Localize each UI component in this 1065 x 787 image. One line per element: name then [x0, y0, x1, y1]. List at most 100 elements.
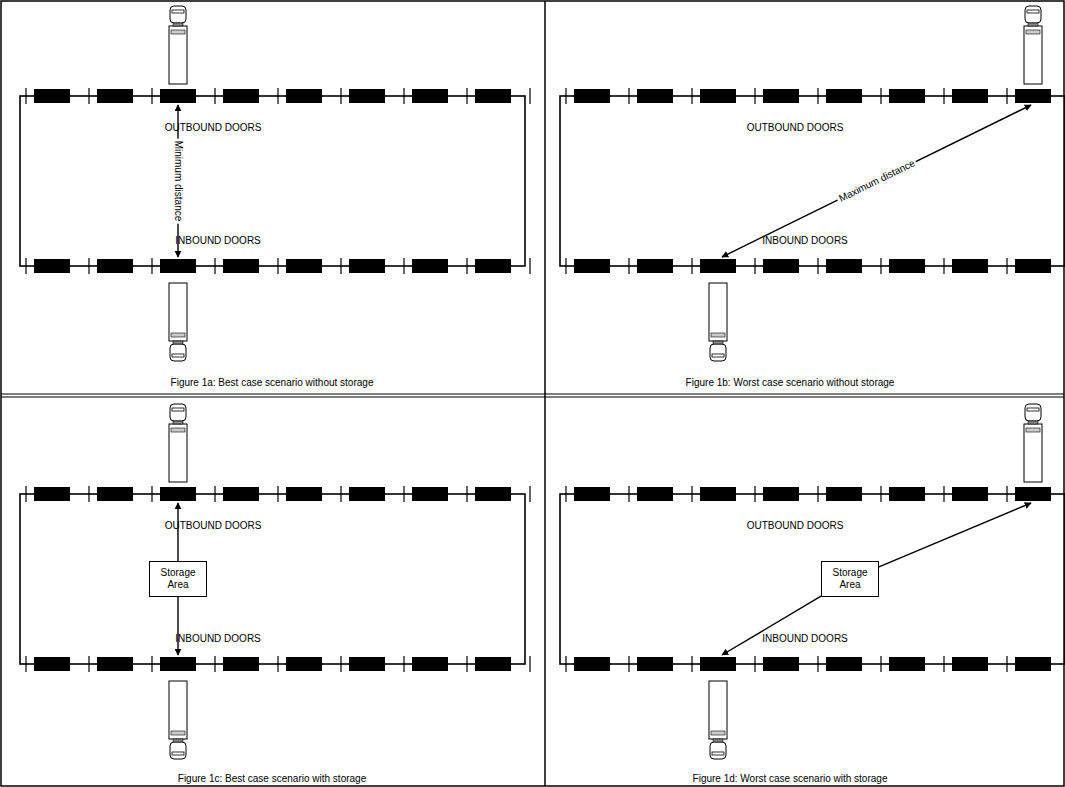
door-divider: [943, 258, 944, 274]
dock-door: [952, 487, 988, 501]
dock-door: [475, 487, 511, 501]
door-divider: [340, 88, 341, 104]
dock-door: [826, 89, 862, 103]
dock-door: [97, 657, 133, 671]
area-label: INBOUND DOORS: [175, 235, 261, 247]
dock-door: [889, 657, 925, 671]
door-divider: [1006, 656, 1007, 672]
door-divider: [214, 656, 215, 672]
dock-door: [889, 89, 925, 103]
door-divider: [1006, 88, 1007, 104]
building-outline: [560, 96, 1065, 266]
dock-door: [34, 259, 70, 273]
dock-door: [349, 487, 385, 501]
flow-arrow: [879, 503, 1031, 567]
panel-divider: [1, 393, 1064, 394]
dock-door: [223, 487, 259, 501]
dock-door: [826, 657, 862, 671]
door-divider: [403, 258, 404, 274]
dock-door: [574, 657, 610, 671]
door-divider: [88, 656, 89, 672]
dock-door: [475, 657, 511, 671]
door-divider: [403, 88, 404, 104]
door-divider: [1006, 258, 1007, 274]
dock-door: [160, 657, 196, 671]
door-divider: [943, 656, 944, 672]
dock-door: [889, 487, 925, 501]
door-divider: [943, 486, 944, 502]
dock-door: [574, 487, 610, 501]
door-divider: [943, 88, 944, 104]
door-divider: [754, 88, 755, 104]
door-divider: [529, 656, 530, 672]
area-label: INBOUND DOORS: [175, 633, 261, 645]
door-divider: [529, 88, 530, 104]
dock-door: [34, 89, 70, 103]
door-divider: [25, 88, 26, 104]
door-divider: [25, 258, 26, 274]
storage-box: Storage Area: [821, 561, 879, 597]
door-divider: [466, 88, 467, 104]
truck-icon: [169, 283, 187, 361]
door-divider: [691, 486, 692, 502]
dock-door: [97, 89, 133, 103]
panel-divider: [1, 396, 1064, 397]
dock-door: [889, 259, 925, 273]
door-divider: [151, 486, 152, 502]
dock-door: [637, 487, 673, 501]
door-divider: [25, 656, 26, 672]
door-divider: [529, 258, 530, 274]
dock-door: [160, 89, 196, 103]
dock-door: [412, 657, 448, 671]
door-divider: [880, 486, 881, 502]
door-divider: [754, 486, 755, 502]
dock-door: [97, 487, 133, 501]
cross-dock-panel: [20, 6, 530, 361]
door-divider: [466, 656, 467, 672]
door-divider: [565, 656, 566, 672]
dock-door: [700, 487, 736, 501]
door-divider: [529, 486, 530, 502]
dock-door: [286, 487, 322, 501]
door-divider: [403, 486, 404, 502]
door-divider: [277, 486, 278, 502]
door-divider: [628, 258, 629, 274]
dock-door: [286, 89, 322, 103]
dock-door: [637, 259, 673, 273]
dock-door: [1015, 657, 1051, 671]
door-divider: [214, 88, 215, 104]
door-divider: [214, 258, 215, 274]
dock-door: [826, 259, 862, 273]
dock-door: [223, 657, 259, 671]
dock-door: [952, 657, 988, 671]
door-divider: [1006, 486, 1007, 502]
dock-door: [700, 259, 736, 273]
dock-door: [475, 259, 511, 273]
door-divider: [151, 258, 152, 274]
area-label: Figure 1a: Best case scenario without st…: [171, 377, 374, 389]
area-label: Figure 1d: Worst case scenario with stor…: [693, 773, 888, 785]
storage-label: Storage Area: [825, 567, 875, 591]
dock-door: [574, 259, 610, 273]
dock-door: [763, 657, 799, 671]
cross-dock-panel: [20, 404, 530, 759]
storage-label: Storage Area: [153, 567, 203, 591]
cross-dock-panel: [560, 6, 1065, 361]
door-divider: [88, 486, 89, 502]
door-divider: [628, 656, 629, 672]
door-divider: [565, 258, 566, 274]
door-divider: [817, 656, 818, 672]
building-outline: [560, 494, 1065, 664]
dock-door: [34, 657, 70, 671]
door-divider: [880, 258, 881, 274]
door-divider: [151, 88, 152, 104]
truck-icon: [169, 6, 187, 84]
dock-door: [97, 259, 133, 273]
distance-label: Maximum distance: [835, 156, 919, 205]
building-outline: [20, 494, 525, 664]
flow-arrow: [177, 503, 178, 561]
door-divider: [277, 258, 278, 274]
dock-door: [349, 259, 385, 273]
truck-icon: [1024, 6, 1042, 84]
dock-door: [412, 487, 448, 501]
